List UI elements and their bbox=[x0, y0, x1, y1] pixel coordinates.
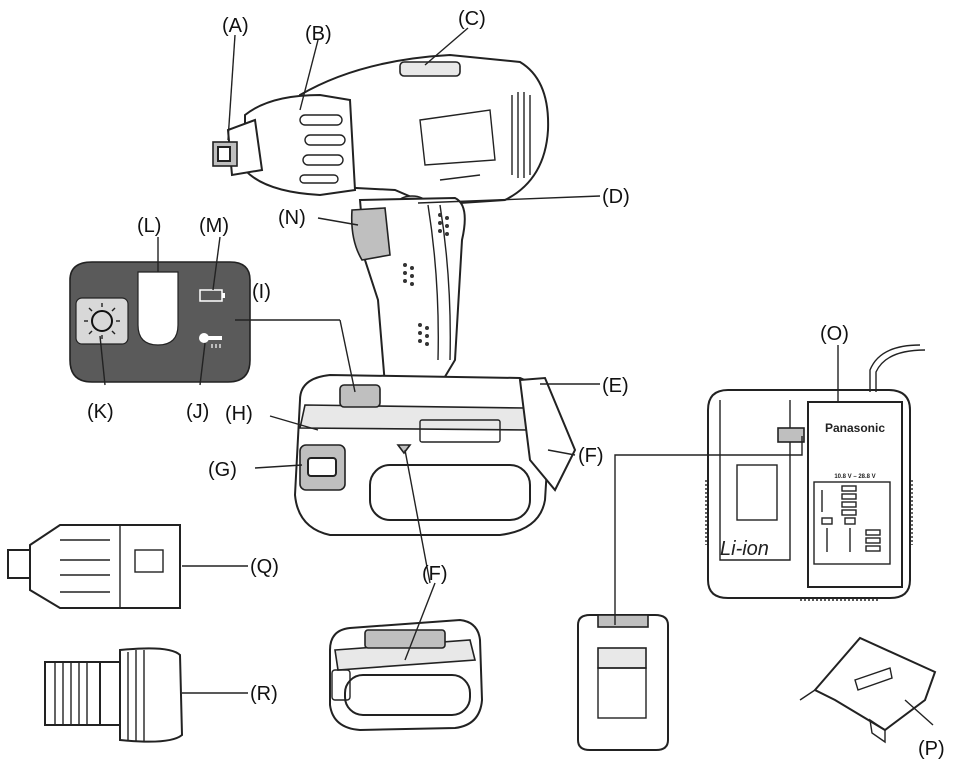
control-panel-inset bbox=[69, 261, 251, 383]
label-d: (D) bbox=[602, 186, 630, 208]
hex-adapter-attachment bbox=[44, 647, 184, 743]
charger-brand: Panasonic bbox=[825, 421, 885, 435]
grip-texture bbox=[403, 213, 449, 346]
hammer-case bbox=[244, 93, 357, 197]
label-e: (E) bbox=[602, 375, 629, 397]
charger-indicator-window bbox=[777, 427, 805, 443]
battery-charger: Panasonic 10.8 V – 28.8 V Li-ion bbox=[705, 344, 926, 601]
charger-voltage: 10.8 V – 28.8 V bbox=[834, 474, 875, 480]
label-n: (N) bbox=[278, 207, 306, 229]
label-l: (L) bbox=[137, 215, 161, 237]
label-f-bottom: (F) bbox=[422, 563, 448, 585]
impact-wrench bbox=[212, 53, 577, 536]
label-b: (B) bbox=[305, 23, 332, 45]
light-icon bbox=[84, 303, 120, 339]
label-k: (K) bbox=[87, 401, 114, 423]
hammer-case-slots bbox=[299, 114, 346, 184]
label-g: (G) bbox=[208, 459, 237, 481]
keyless-chuck-attachment bbox=[7, 524, 181, 609]
trigger bbox=[350, 207, 391, 261]
key-lock-icon bbox=[199, 333, 222, 348]
label-q: (Q) bbox=[250, 556, 279, 578]
label-j: (J) bbox=[186, 401, 209, 423]
charger-status-legend bbox=[821, 485, 881, 552]
lock-mode-button bbox=[137, 271, 179, 346]
label-a: (A) bbox=[222, 15, 249, 37]
callout-labels: (A) (B) (C) (D) (E) (F) (G) (H) (I) (J) … bbox=[87, 8, 945, 760]
battery-pack bbox=[329, 618, 484, 732]
control-panel-attached bbox=[339, 384, 381, 408]
battery-icon bbox=[199, 289, 225, 302]
label-f-top: (F) bbox=[578, 445, 604, 467]
adapter-threads bbox=[54, 662, 88, 725]
rear-vent bbox=[511, 92, 531, 178]
label-i: (I) bbox=[252, 281, 271, 303]
label-h: (H) bbox=[225, 403, 253, 425]
adapter-knurling bbox=[127, 650, 145, 742]
leader-lines bbox=[99, 27, 934, 726]
belt-hook bbox=[518, 376, 577, 492]
charger-vents bbox=[705, 480, 913, 601]
terminal-cover bbox=[799, 636, 937, 744]
light-button bbox=[75, 297, 129, 345]
top-vent bbox=[399, 61, 461, 77]
charger-li-ion: Li-ion bbox=[720, 538, 769, 560]
label-r: (R) bbox=[250, 683, 278, 705]
label-c: (C) bbox=[458, 8, 486, 30]
battery-bottom-view bbox=[577, 614, 669, 751]
label-m: (M) bbox=[199, 215, 229, 237]
label-o: (O) bbox=[820, 323, 849, 345]
label-p: (P) bbox=[918, 738, 945, 760]
led-light bbox=[396, 444, 412, 455]
